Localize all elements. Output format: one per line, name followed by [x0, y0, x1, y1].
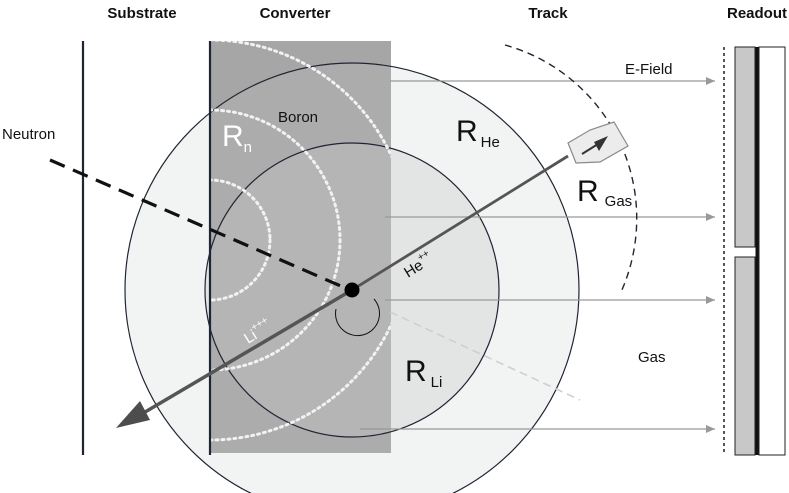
readout-pad-top — [734, 46, 756, 248]
r-n-label: Rn — [222, 120, 252, 156]
li-track — [139, 288, 353, 417]
readout-pad-bottom — [734, 256, 756, 456]
neutron-label: Neutron — [2, 126, 55, 143]
header-track: Track — [528, 5, 568, 22]
e-field-label: E-Field — [625, 61, 673, 78]
header-readout: Readout — [727, 5, 787, 22]
he-track — [351, 154, 569, 292]
gas-range-arc — [504, 44, 638, 293]
e-field-arrows — [360, 77, 715, 433]
gas-label: Gas — [638, 349, 666, 366]
range-circle-li-outline — [204, 142, 500, 438]
neutron-path — [49, 158, 351, 292]
header-substrate: Substrate — [107, 5, 176, 22]
reaction-point — [344, 282, 360, 298]
he-direction-line — [581, 143, 599, 155]
readout-assembly — [723, 46, 786, 456]
range-circle-he-outline — [124, 62, 580, 493]
he-arrowhead — [594, 136, 608, 151]
li-arrowhead — [116, 401, 150, 428]
emission-angle-arc — [335, 298, 381, 337]
header-converter: Converter — [260, 5, 331, 22]
boron-label: Boron — [278, 109, 318, 126]
readout-board — [758, 46, 786, 456]
track-extension-line — [389, 311, 581, 401]
neutron-wavefronts — [210, 41, 391, 442]
